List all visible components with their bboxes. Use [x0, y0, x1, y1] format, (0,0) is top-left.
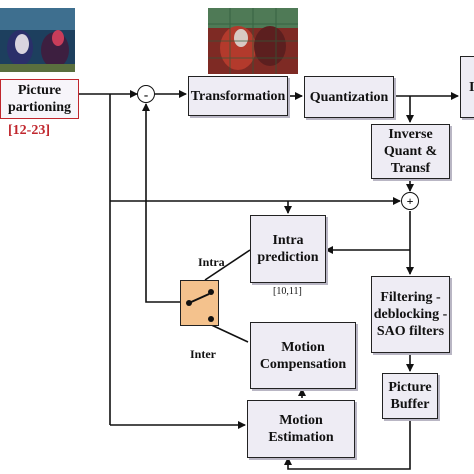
intra-prediction-block: Intra prediction — [250, 215, 326, 283]
intra-switch-label: Intra — [198, 255, 225, 269]
edge-switch-to-subtract — [142, 103, 180, 303]
quantization-block: Quantization — [304, 76, 394, 118]
edge-intra-to-switch — [204, 249, 251, 281]
output-block: I — [460, 56, 474, 118]
picture-partitioning-block: Picture partioning — [0, 79, 79, 119]
subtract-node: - — [137, 85, 155, 103]
filtering-block: Filtering -deblocking -SAO filters — [371, 276, 450, 353]
intra-reference: [10,11] — [273, 286, 302, 297]
inverse-quant-block: Inverse Quant & Transf — [371, 124, 450, 179]
mode-switch-icon — [180, 280, 219, 326]
motion-compensation-block: Motion Compensation — [250, 322, 356, 389]
partition-reference: [12-23] — [8, 123, 50, 138]
motion-estimation-block: Motion Estimation — [247, 400, 355, 458]
inter-switch-label: Inter — [190, 347, 216, 361]
transformation-block: Transformation — [188, 76, 288, 116]
partitioned-frame-icon — [208, 8, 298, 74]
edge-buffer-to-me — [284, 412, 411, 470]
add-node: + — [401, 192, 419, 210]
picture-buffer-block: Picture Buffer — [382, 373, 438, 419]
input-frame-icon — [0, 8, 75, 72]
